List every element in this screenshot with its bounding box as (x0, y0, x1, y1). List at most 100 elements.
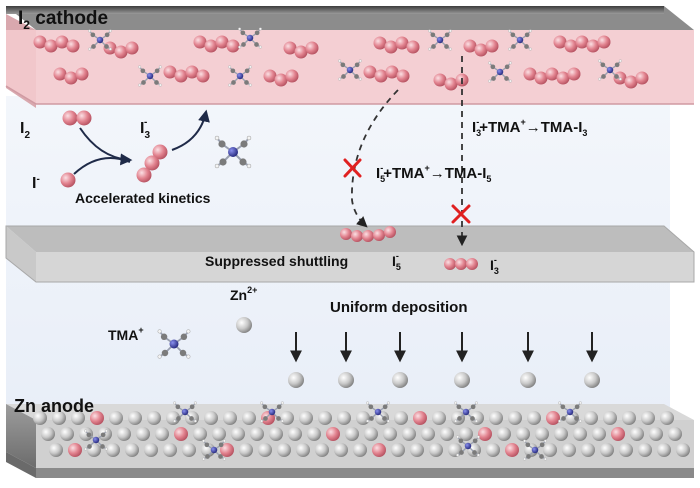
cathode-iodine-atom (433, 73, 447, 87)
cathode-iodine-atom (553, 35, 567, 49)
anode-zinc-atom (356, 411, 370, 425)
anode-iodine-atom (372, 443, 386, 457)
anode-zinc-atom (603, 411, 617, 425)
cathode-iodine-atom (44, 39, 58, 53)
cathode-iodine-atom (33, 35, 47, 49)
depositing-zn-ion (288, 372, 304, 388)
cathode-iodine-atom (193, 35, 207, 49)
cathode-iodine-atom (263, 69, 277, 83)
cathode-iodine-atom (635, 71, 649, 85)
i3-molecule-separator (444, 258, 478, 270)
anode-zinc-atom (573, 427, 587, 441)
cathode-iodine-atom (406, 40, 420, 54)
cathode-iodine-atom (204, 39, 218, 53)
anode-zinc-atom (125, 443, 139, 457)
anode-zinc-atom (337, 411, 351, 425)
anode-zinc-atom (307, 427, 321, 441)
anode-iodine-atom (505, 443, 519, 457)
anode-zinc-atom (201, 443, 215, 457)
anode-zinc-atom (117, 427, 131, 441)
anode-zinc-atom (144, 443, 158, 457)
anode-zinc-atom (649, 427, 663, 441)
cathode-iodine-atom (163, 65, 177, 79)
anode-zinc-atom (212, 427, 226, 441)
i5-label: I5- (392, 251, 401, 272)
anode-zinc-atom (182, 443, 196, 457)
arrow-i3-to-cathode (171, 109, 210, 151)
suppressed-shuttling-label: Suppressed shuttling (205, 253, 348, 269)
anode-iodine-atom (611, 427, 625, 441)
cathode-iodine-atom (384, 40, 398, 54)
deposition-arrows (288, 332, 600, 388)
anode-zinc-atom (543, 443, 557, 457)
cathode-iodine-atom (305, 41, 319, 55)
cathode-iodine-atom (485, 39, 499, 53)
depositing-zn-ion (338, 372, 354, 388)
cathode-iodine-atom (283, 41, 297, 55)
blocked-cross-i3 (451, 204, 471, 224)
cathode-iodine-atom (396, 69, 410, 83)
cathode-iodine-atom (374, 69, 388, 83)
anode-zinc-atom (353, 443, 367, 457)
anode-zinc-atom (676, 443, 690, 457)
separator-slab (5, 225, 695, 283)
anode-zinc-atom (41, 427, 55, 441)
anode-zinc-atom (486, 443, 500, 457)
anode-iodine-atom (478, 427, 492, 441)
arrow-iminus-to-i3 (73, 157, 131, 175)
anode-zinc-atom (204, 411, 218, 425)
anode-zinc-atom (280, 411, 294, 425)
anode-zinc-atom (33, 411, 47, 425)
anode-iodine-atom (68, 443, 82, 457)
cathode-iodine-atom (474, 43, 488, 57)
depositing-zn-ion (584, 372, 600, 388)
cathode-iodine-atom (567, 67, 581, 81)
anode-zinc-atom (421, 427, 435, 441)
anode-zinc-atom (448, 443, 462, 457)
anode-zinc-atom (250, 427, 264, 441)
cathode-iodine-atom (226, 39, 240, 53)
anode-zinc-atom (106, 443, 120, 457)
i3-label-separator: I3- (490, 255, 499, 276)
cathode-iodine-atom (564, 39, 578, 53)
anode-zinc-atom (497, 427, 511, 441)
cathode-iodine-atom (463, 39, 477, 53)
anode-zinc-atom (109, 411, 123, 425)
anode-zinc-atom (660, 411, 674, 425)
cathode-iodine-atom (545, 67, 559, 81)
cathode-iodine-atom (575, 35, 589, 49)
anode-zinc-atom (668, 427, 682, 441)
i2-label: I2 (20, 120, 30, 141)
cathode-iodine-atom (185, 65, 199, 79)
anode-zinc-atom (657, 443, 671, 457)
anode-zinc-atom (508, 411, 522, 425)
anode-zinc-atom (630, 427, 644, 441)
anode-zinc-atom (258, 443, 272, 457)
i3-molecule (136, 144, 168, 183)
cathode-iodine-atom (597, 35, 611, 49)
dashed-shuttle-path-i5 (351, 89, 399, 228)
i3-label: I3- (140, 117, 150, 141)
cathode-iodine-atom (125, 41, 139, 55)
anode-zinc-atom (592, 427, 606, 441)
anode-zinc-atom (516, 427, 530, 441)
anode-zinc-atom (527, 411, 541, 425)
anode-zinc-atom (535, 427, 549, 441)
anode-zinc-atom (600, 443, 614, 457)
anode-zinc-atom (193, 427, 207, 441)
zn-ion (236, 317, 252, 333)
anode-zinc-atom (231, 427, 245, 441)
anode-zinc-atom (432, 411, 446, 425)
anode-zinc-atom (638, 443, 652, 457)
anode-zinc-atom (581, 443, 595, 457)
cathode-iodine-atom (395, 36, 409, 50)
cathode-iodine-atom (75, 67, 89, 81)
cathode-iodine-atom (66, 39, 80, 53)
anode-zinc-atom (622, 411, 636, 425)
cathode-iodine-atom (64, 71, 78, 85)
anode-zinc-atom (429, 443, 443, 457)
anode-zinc-atom (391, 443, 405, 457)
cathode-iodine-atom (274, 73, 288, 87)
cathode-slab (5, 6, 694, 108)
